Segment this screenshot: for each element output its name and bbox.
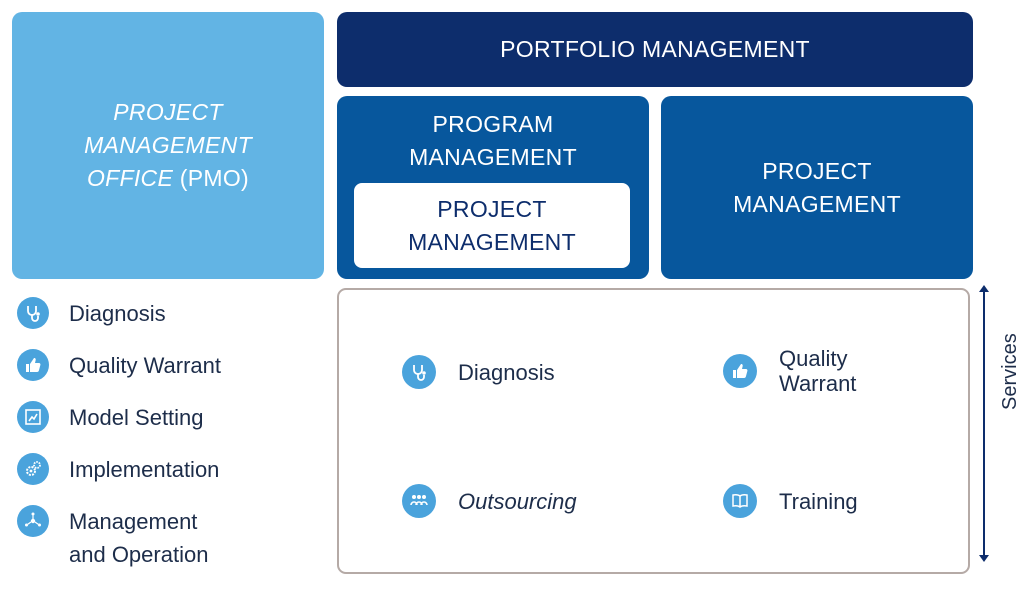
book-icon	[723, 484, 757, 518]
service-item-label: Quality Warrant	[779, 346, 857, 396]
gears-icon	[17, 453, 49, 485]
list-item-label: Quality Warrant	[69, 353, 222, 378]
service-item: Diagnosis	[402, 355, 555, 389]
network-people-icon	[17, 505, 49, 537]
list-item-label: Model Setting	[69, 405, 204, 430]
model-board-icon	[17, 401, 49, 433]
service-item: Outsourcing	[402, 484, 577, 518]
thumbs-up-icon	[17, 349, 49, 381]
thumbs-up-icon	[723, 354, 757, 388]
arrow-down-icon	[979, 555, 989, 562]
service-item: Quality Warrant	[723, 346, 856, 396]
list-item: Management and Operation	[17, 505, 317, 571]
stethoscope-icon	[402, 355, 436, 389]
pmo-label: PROJECT MANAGEMENT OFFICE (PMO)	[84, 99, 252, 191]
list-item-label: Management and Operation	[69, 509, 209, 567]
stethoscope-icon	[17, 297, 49, 329]
list-item: Quality Warrant	[17, 349, 317, 382]
list-item: Diagnosis	[17, 297, 317, 330]
pmo-services-list: Diagnosis Quality Warrant Model Setting …	[17, 297, 317, 590]
pmo-box: PROJECT MANAGEMENT OFFICE (PMO)	[12, 12, 324, 279]
project-management-box: PROJECT MANAGEMENT	[661, 96, 973, 279]
people-group-icon	[402, 484, 436, 518]
program-management-box: PROGRAM MANAGEMENT PROJECT MANAGEMENT	[337, 96, 649, 279]
list-item-label: Diagnosis	[69, 301, 166, 326]
list-item: Implementation	[17, 453, 317, 486]
program-management-label: PROGRAM MANAGEMENT	[409, 111, 577, 170]
service-item: Training	[723, 484, 858, 518]
service-item-label: Outsourcing	[458, 488, 577, 514]
project-management-label: PROJECT MANAGEMENT	[733, 157, 901, 217]
services-axis-label: Services	[999, 333, 1021, 410]
services-panel: Diagnosis Quality Warrant Outsourcing Tr…	[337, 288, 970, 574]
list-item: Model Setting	[17, 401, 317, 434]
portfolio-management-box: PORTFOLIO MANAGEMENT	[337, 12, 973, 87]
portfolio-management-label: PORTFOLIO MANAGEMENT	[500, 36, 810, 62]
list-item-label: Implementation	[69, 457, 220, 482]
services-axis	[983, 289, 985, 557]
service-item-label: Diagnosis	[458, 359, 555, 385]
arrow-up-icon	[979, 285, 989, 292]
program-project-management-box: PROJECT MANAGEMENT	[354, 183, 630, 268]
service-item-label: Training	[779, 488, 858, 514]
